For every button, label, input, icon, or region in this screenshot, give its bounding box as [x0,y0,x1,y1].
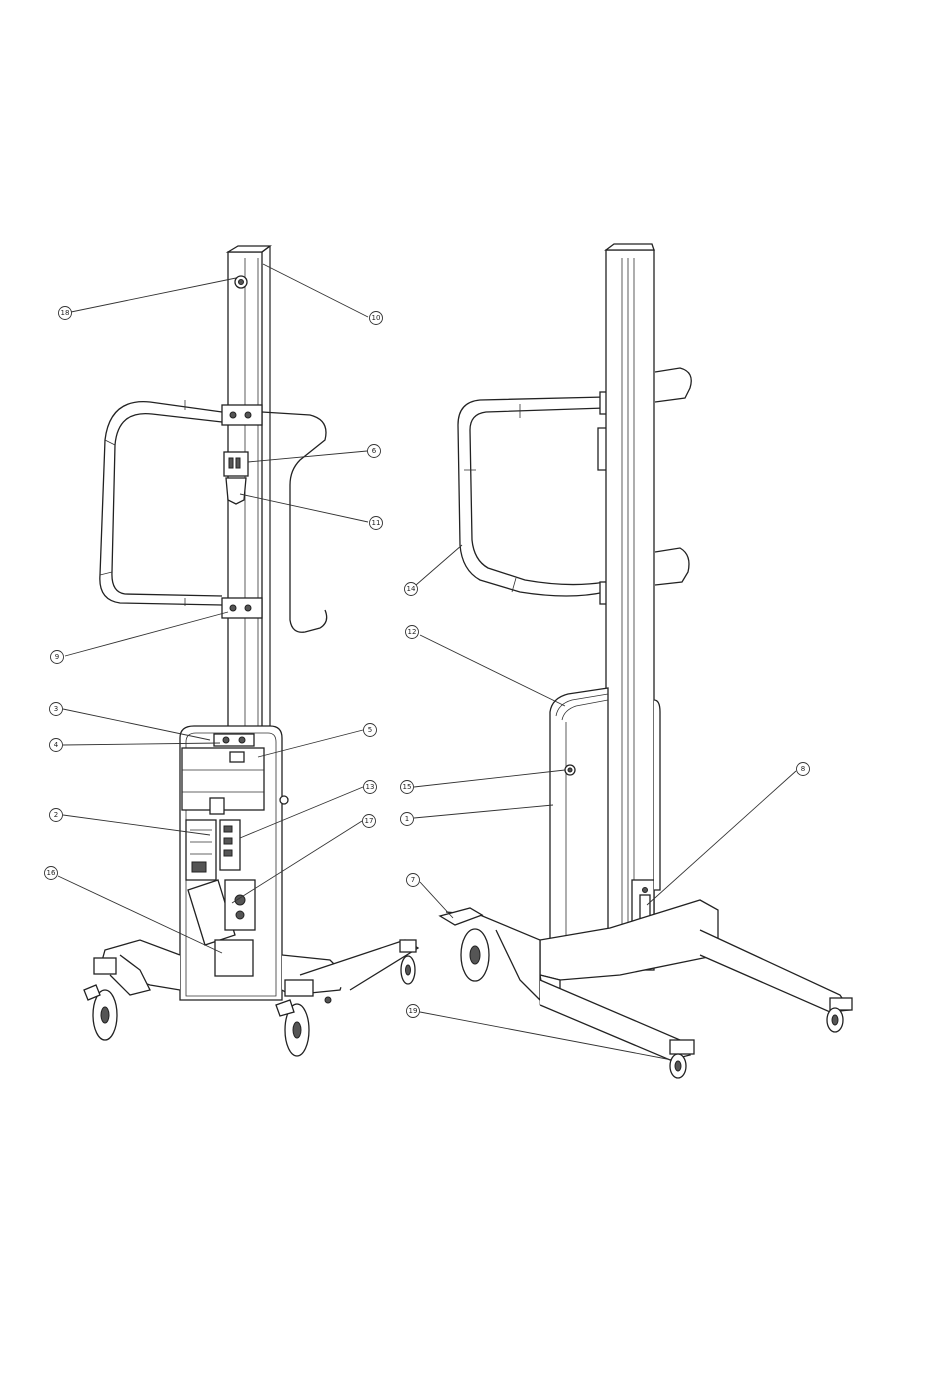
callout-6: 6 [368,445,381,458]
callout-10: 10 [370,312,383,325]
callout-15: 15 [401,781,414,794]
callout-6-label: 6 [372,447,377,455]
right-caster-3 [827,998,852,1032]
callout-17: 17 [363,815,376,828]
callout-15-label: 15 [403,783,412,791]
callout-7-label: 7 [411,876,415,884]
callout-1: 1 [401,813,414,826]
callout-2-label: 2 [54,811,58,819]
callout-4: 4 [50,739,63,752]
callout-11-label: 11 [372,519,381,527]
right-lifter-view [440,244,852,1078]
callout-7: 7 [407,874,420,887]
callout-8-label: 8 [801,765,805,773]
callout-3-label: 3 [54,705,58,713]
callout-16: 16 [45,867,58,880]
callout-1-label: 1 [405,815,409,823]
callout-3: 3 [50,703,63,716]
left-lifter-view [84,246,418,1056]
callout-5: 5 [364,724,377,737]
callout-18-label: 18 [61,309,70,317]
callout-8: 8 [797,763,810,776]
left-caster-1 [84,958,117,1040]
callout-9: 9 [51,651,64,664]
callout-19-label: 19 [409,1007,418,1015]
callout-13: 13 [364,781,377,794]
callout-4-label: 4 [54,741,59,749]
callout-2: 2 [50,809,63,822]
right-handle [458,368,691,604]
callout-9-label: 9 [55,653,59,661]
left-handle [100,400,327,632]
right-base-legs [440,900,852,1078]
callout-11: 11 [370,517,383,530]
callout-17-label: 17 [365,817,374,825]
callout-12-label: 12 [408,628,417,636]
left-caster-3 [400,940,416,984]
callout-18: 18 [59,307,72,320]
callout-19: 19 [407,1005,420,1018]
callout-13-label: 13 [366,783,375,791]
left-hand-control [224,452,248,504]
callout-5-label: 5 [368,726,372,734]
callout-12: 12 [406,626,419,639]
callout-10-label: 10 [372,314,381,322]
right-caster-2 [670,1040,694,1078]
callout-14: 14 [405,583,418,596]
left-column-housing [180,726,288,1000]
callout-14-label: 14 [407,585,416,593]
callout-16-label: 16 [47,869,56,877]
right-mast [606,244,654,970]
